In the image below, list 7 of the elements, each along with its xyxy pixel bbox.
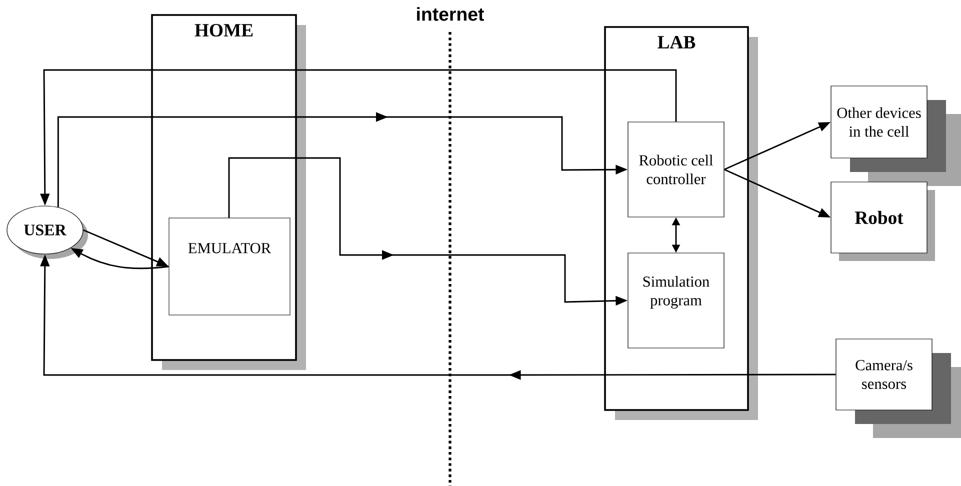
process-box: Robotic cell controller — [628, 122, 724, 218]
heading-label: internet — [417, 7, 484, 21]
process-box: Simulation program — [628, 252, 724, 348]
process-box: EMULATOR — [168, 218, 290, 316]
device-box: Other devices in the cell — [830, 86, 961, 186]
device-box: Robot — [830, 182, 935, 261]
device-box: Camera/s sensors — [836, 338, 961, 438]
